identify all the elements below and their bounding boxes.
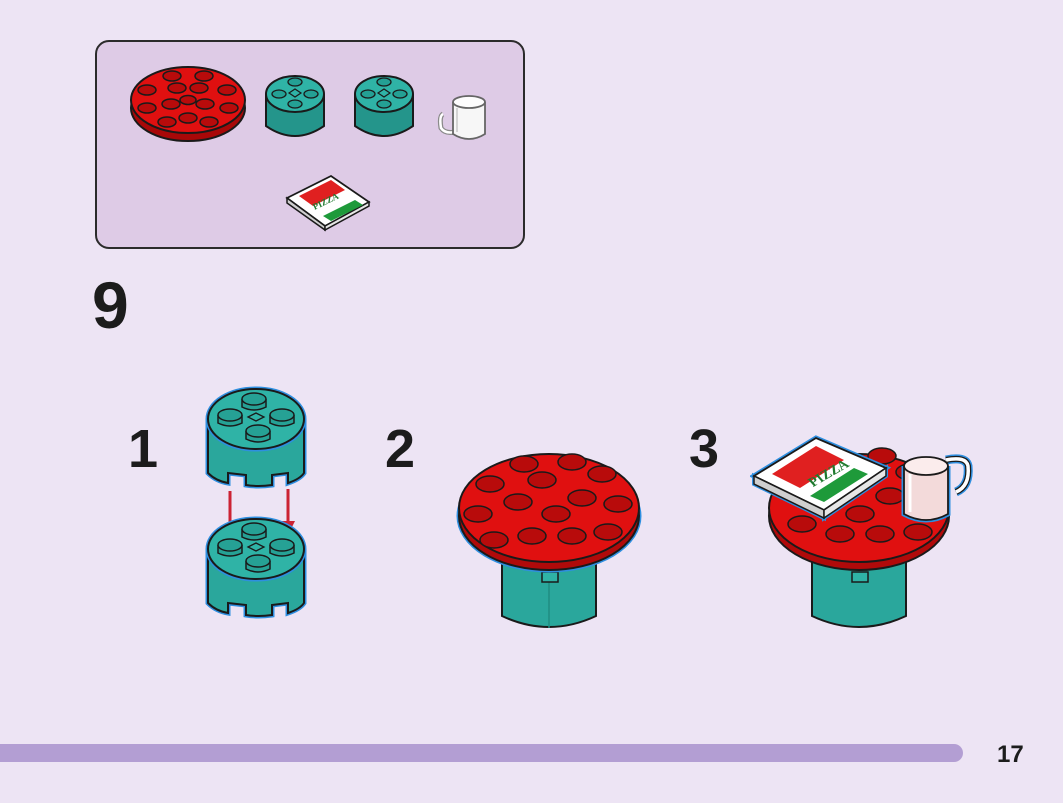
progress-bar [0,744,963,762]
substep-number-2: 2 [385,419,416,479]
red-round-plate-icon [130,66,246,142]
teal-round-brick-icon [205,386,307,489]
substep-2-illustration [456,453,642,628]
teal-round-brick-icon [205,516,307,619]
teal-round-brick-icon [354,75,414,137]
teal-round-brick-icon [265,75,325,137]
transparent-cup-icon [437,95,486,140]
substep-number-1: 1 [128,419,159,479]
pizza-box-tile-icon: PIZZA [285,174,371,232]
substep-number-3: 3 [689,419,720,479]
transparent-cup-icon [901,454,973,523]
pizza-box-tile-icon: PIZZA [750,435,892,522]
page-number: 17 [997,741,1024,768]
step-number: 9 [92,268,129,342]
parts-callout-box: PIZZA [95,40,525,249]
substep-3-illustration: PIZZA [750,435,973,628]
substep-1-illustration [205,386,307,619]
